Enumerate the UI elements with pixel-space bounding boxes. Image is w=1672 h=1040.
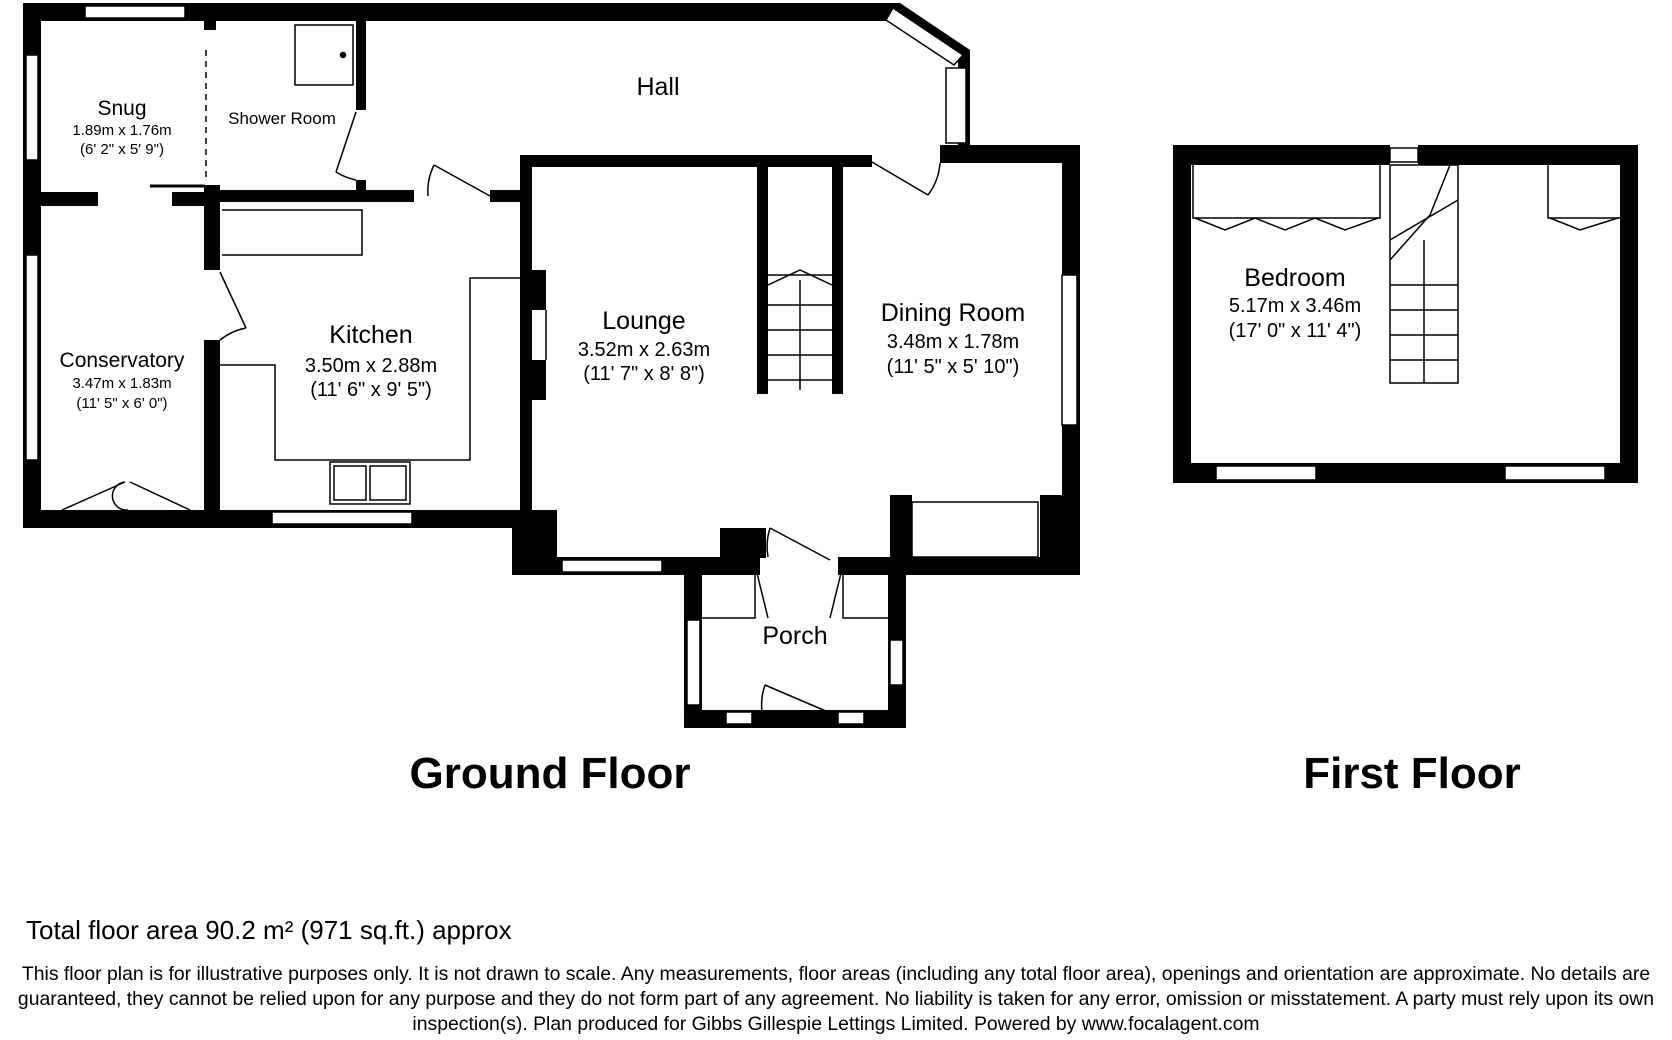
- snug-name: Snug: [97, 97, 146, 120]
- room-labels: Snug 1.89m x 1.76m (6' 2" x 5' 9") Showe…: [60, 73, 1362, 650]
- conservatory-dims-m: 3.47m x 1.83m: [72, 375, 171, 392]
- bedroom-name: Bedroom: [1244, 264, 1345, 292]
- bedroom-dims-m: 5.17m x 3.46m: [1229, 295, 1361, 317]
- lounge-dims-m: 3.52m x 2.63m: [578, 339, 710, 361]
- floor-titles: Ground Floor First Floor: [409, 749, 1520, 798]
- first-floor-title: First Floor: [1303, 749, 1521, 798]
- porch-name: Porch: [762, 622, 827, 650]
- snug-dims-m: 1.89m x 1.76m: [72, 122, 171, 139]
- conservatory-name: Conservatory: [60, 349, 185, 372]
- conservatory-dims-ft: (11' 5" x 6' 0"): [76, 395, 167, 412]
- first-floor-fixtures: [1192, 164, 1620, 384]
- disclaimer-text: This floor plan is for illustrative purp…: [17, 963, 1655, 1035]
- snug-dims-ft: (6' 2" x 5' 9"): [80, 141, 164, 158]
- bedroom-dims-ft: (17' 0" x 11' 4"): [1229, 320, 1362, 342]
- kitchen-name: Kitchen: [329, 321, 412, 349]
- hall-name: Hall: [636, 73, 679, 101]
- dining-room-name: Dining Room: [881, 299, 1026, 327]
- dining-room-dims-m: 3.48m x 1.78m: [887, 331, 1019, 353]
- lounge-dims-ft: (11' 7" x 8' 8"): [583, 363, 705, 385]
- doors: [61, 50, 941, 713]
- shower-room-name: Shower Room: [228, 109, 336, 128]
- lounge-name: Lounge: [602, 307, 685, 335]
- ground-floor-windows: [25, 5, 1078, 725]
- kitchen-dims-ft: (11' 6" x 9' 5"): [310, 379, 432, 401]
- ground-floor-fixtures: [220, 24, 1039, 619]
- ground-floor-title: Ground Floor: [409, 749, 690, 798]
- first-floor-windows: [1215, 147, 1606, 481]
- dining-room-dims-ft: (11' 5" x 5' 10"): [887, 356, 1020, 378]
- kitchen-dims-m: 3.50m x 2.88m: [305, 355, 437, 377]
- total-floor-area: Total floor area 90.2 m² (971 sq.ft.) ap…: [26, 915, 512, 945]
